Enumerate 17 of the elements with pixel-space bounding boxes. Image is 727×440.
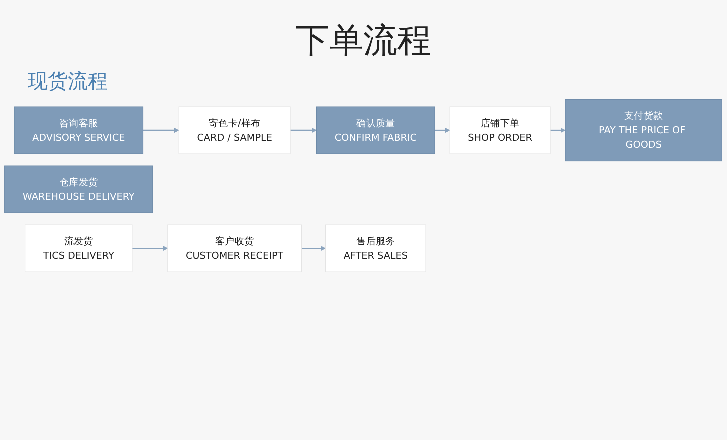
node-box: 确认质量 CONFIRM FABRIC xyxy=(316,106,436,154)
arrow xyxy=(143,128,180,134)
node-box: 店铺下单 SHOP ORDER xyxy=(450,106,551,154)
node-box: 客户收货 CUSTOMER RECEIPT xyxy=(168,224,302,272)
arrow xyxy=(550,128,566,134)
diagram-title: 下单流程 xyxy=(294,20,432,63)
section-heading: 现货流程 xyxy=(28,69,108,93)
node-box: 支付货款 PAY THE PRICE OF GOODS xyxy=(565,100,722,162)
node-box: 售后服务 AFTER SALES xyxy=(325,224,426,272)
arrow xyxy=(290,128,318,134)
arrow xyxy=(302,246,326,252)
arrow xyxy=(435,128,450,134)
node-box: 寄色卡/样布 CARD / SAMPLE xyxy=(178,106,291,154)
node-box: 仓库发货 WAREHOUSE DELIVERY xyxy=(4,166,154,214)
node-box: 咨询客服 ADVISORY SERVICE xyxy=(14,106,144,154)
node-box: 流发货 TICS DELIVERY xyxy=(25,224,133,272)
arrow xyxy=(132,246,168,252)
